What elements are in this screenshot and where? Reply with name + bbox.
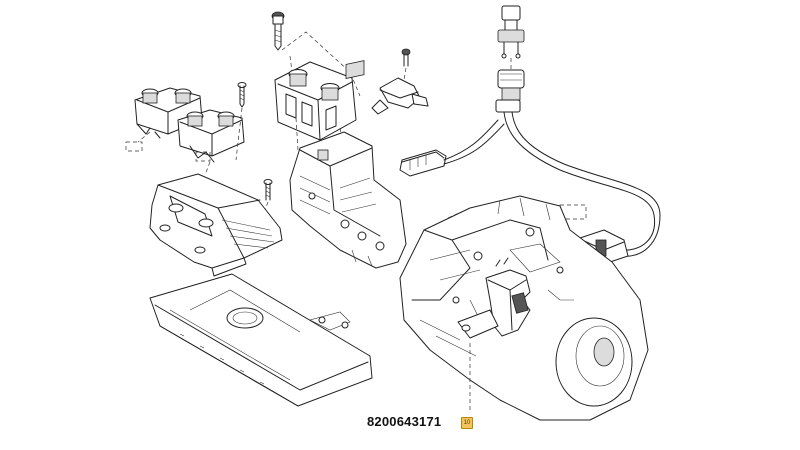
sensor-cable <box>503 111 656 251</box>
part-number-label[interactable]: 8200643171 <box>367 414 442 429</box>
callout-badge[interactable]: 10 <box>461 417 473 429</box>
highlighted-sensor-part <box>457 257 531 339</box>
connector-plug-top <box>497 5 525 59</box>
speed-sensor-small <box>371 48 429 115</box>
ignition-coil-left <box>134 87 245 163</box>
ref-box-left-2 <box>195 151 211 162</box>
ignition-module-base <box>289 60 407 269</box>
wired-sensor-middle <box>399 119 505 177</box>
bolt-top-center <box>271 11 285 51</box>
ignition-coil-center <box>274 61 357 141</box>
coil-mounting-bracket <box>149 173 283 277</box>
ref-box-left <box>125 141 143 152</box>
engine-rocker-cover <box>149 273 373 407</box>
bolt-left <box>237 82 247 108</box>
bolt-left-lower <box>263 179 273 201</box>
connector-housing <box>495 69 525 113</box>
